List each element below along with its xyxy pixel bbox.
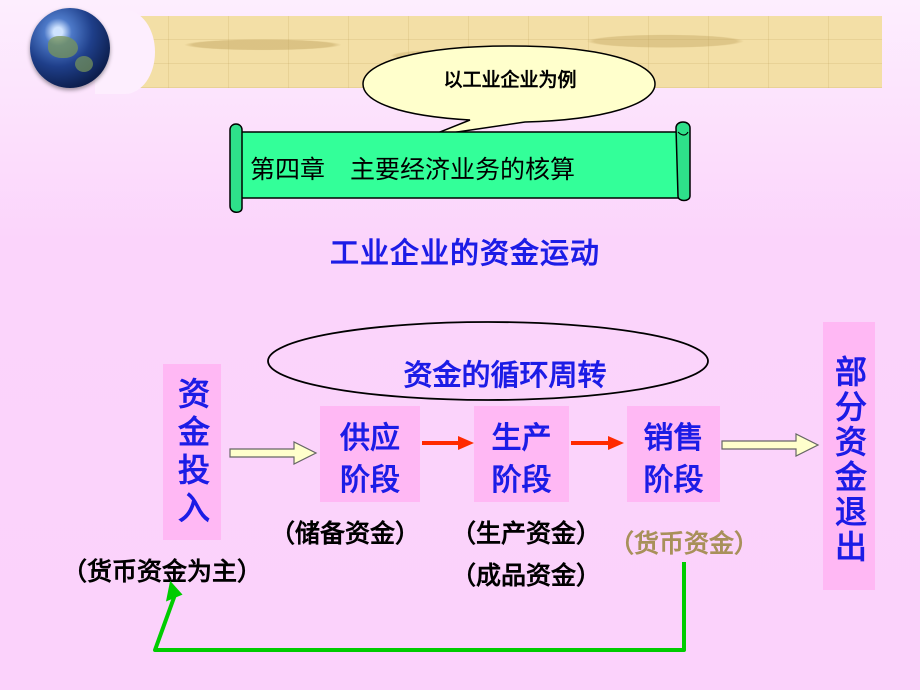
globe-icon <box>30 8 110 88</box>
cycle-ellipse <box>267 321 709 401</box>
callout-bubble: 以工业企业为例 <box>362 45 656 137</box>
capital-out-label: 部分资金退出 <box>830 355 868 565</box>
stage-supply-line2: 阶段 <box>340 463 400 498</box>
stage-supply-note: （储备资金） <box>270 519 421 548</box>
stage-sales: 销售 阶段 <box>627 406 720 502</box>
callout-text: 以工业企业为例 <box>443 68 576 91</box>
capital-in-note: （货币资金为主） <box>62 557 263 586</box>
capital-in-box: 资金投入 <box>163 364 221 540</box>
stage-sales-line2: 阶段 <box>643 463 704 498</box>
arrow-in <box>229 441 318 465</box>
stage-production-line1: 生产 <box>491 421 552 456</box>
stage-supply-line1: 供应 <box>340 421 400 456</box>
stage-sales-line1: 销售 <box>643 421 704 456</box>
stage-production-line2: 阶段 <box>491 463 552 498</box>
capital-out-box: 部分资金退出 <box>823 322 875 590</box>
chapter-title: 第四章 主要经济业务的核算 <box>250 155 576 184</box>
capital-in-label: 资金投入 <box>173 377 211 529</box>
chapter-scroll <box>229 121 691 213</box>
return-path <box>153 562 686 652</box>
cycle-label: 资金的循环周转 <box>403 358 607 392</box>
stage-production-note2: （成品资金） <box>451 561 602 590</box>
stage-production-note: （生产资金） <box>451 519 602 548</box>
arrow-out <box>721 433 820 457</box>
stage-supply: 供应 阶段 <box>320 406 420 502</box>
page-title: 工业企业的资金运动 <box>329 236 600 270</box>
stage-sales-note: （货币资金） <box>609 529 760 558</box>
stage-production: 生产 阶段 <box>474 406 569 502</box>
